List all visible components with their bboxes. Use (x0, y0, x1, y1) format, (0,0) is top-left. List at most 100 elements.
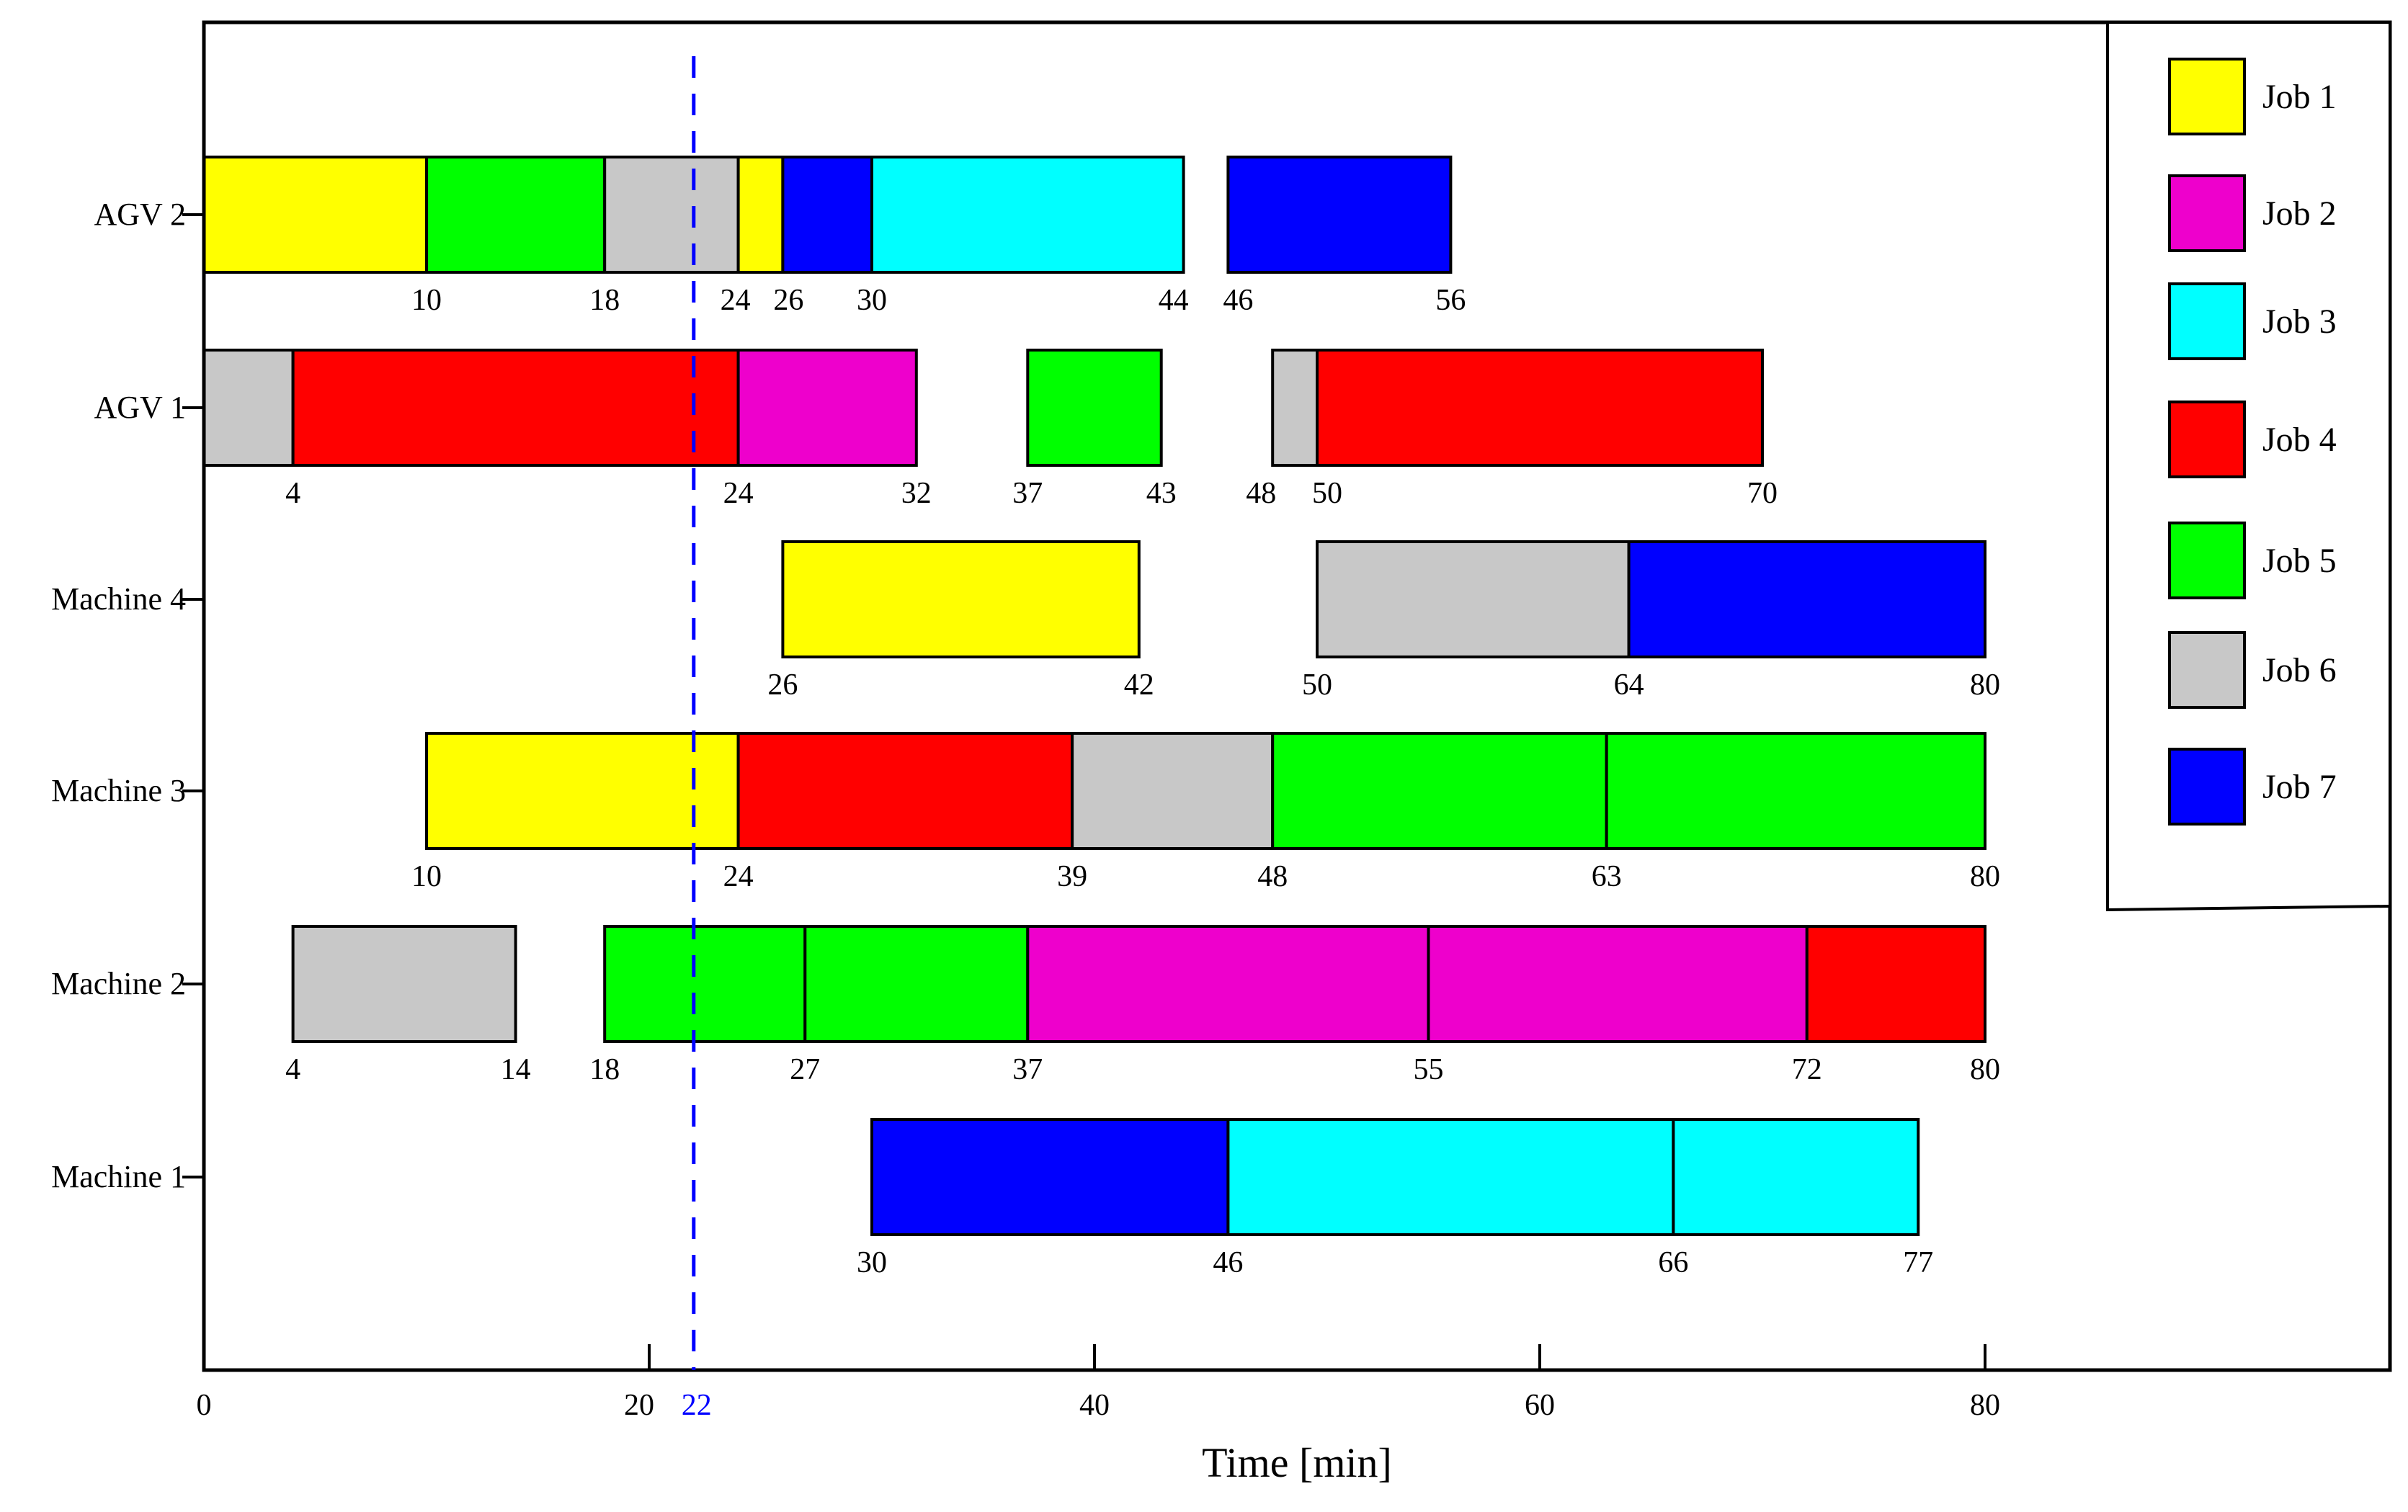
time-label-agv-1-48: 48 (1246, 477, 1276, 510)
x-tick-label-20: 20 (624, 1389, 654, 1422)
task-bar-machine-3-job-5-19 (1271, 732, 1608, 850)
task-bar-agv-1-job-5-10 (1026, 349, 1163, 467)
legend-swatch-job-1 (2168, 58, 2246, 135)
task-bar-agv-2-job-6-2 (603, 156, 740, 274)
legend-swatch-job-4 (2168, 401, 2246, 478)
task-bar-machine-1-job-3-29 (1672, 1118, 1920, 1236)
x-tick-label-80: 80 (1970, 1389, 2000, 1422)
time-label-agv-1-37: 37 (1012, 477, 1043, 510)
task-bar-machine-3-job-6-18 (1071, 732, 1275, 850)
current-time-marker-label: 22 (682, 1389, 712, 1422)
legend-label-job-6: Job 6 (2262, 651, 2337, 689)
time-label-agv-1-32: 32 (901, 477, 932, 510)
x-tick-label-60: 60 (1525, 1389, 1555, 1422)
task-bar-machine-2-job-5-23 (803, 925, 1030, 1043)
legend-label-job-3: Job 3 (2262, 303, 2337, 341)
time-label-agv-2-10: 10 (411, 284, 442, 317)
time-label-machine-4-50: 50 (1302, 668, 1332, 702)
task-bar-agv-2-job-5-1 (425, 156, 607, 274)
task-bar-machine-3-job-1-16 (425, 732, 740, 850)
legend-box (2106, 21, 2391, 912)
time-label-machine-3-63: 63 (1592, 860, 1622, 893)
time-label-machine-3-48: 48 (1257, 860, 1288, 893)
labels-layer: Machine 1 Machine 2 Machine 3 Machine 4 AGV … (51, 197, 2000, 1422)
time-label-machine-3-24: 24 (723, 860, 754, 893)
time-label-machine-2-18: 18 (589, 1053, 620, 1086)
legend-swatch-job-2 (2168, 174, 2246, 252)
legend-label-job-5: Job 5 (2262, 542, 2337, 580)
task-bar-machine-2-job-2-24 (1026, 925, 1430, 1043)
task-bar-agv-1-job-6-7 (202, 349, 295, 467)
time-label-agv-2-24: 24 (721, 284, 751, 317)
task-bar-machine-1-job-7-27 (870, 1118, 1230, 1236)
row-label-machine-2: Machine 2 (51, 966, 186, 1001)
row-label-agv-1: AGV 1 (94, 390, 186, 425)
time-label-agv-2-56: 56 (1435, 284, 1466, 317)
time-label-machine-4-64: 64 (1614, 668, 1644, 702)
x-axis-title: Time [min] (1202, 1439, 1392, 1486)
x-tick-label-40: 40 (1079, 1389, 1110, 1422)
task-bar-agv-2-job-1-0 (202, 156, 428, 274)
legend-swatch-job-5 (2168, 522, 2246, 599)
time-label-machine-1-30: 30 (857, 1246, 887, 1279)
x-tick-label-0: 0 (197, 1389, 212, 1422)
task-bar-agv-1-job-2-9 (736, 349, 918, 467)
task-bar-agv-2-job-3-5 (870, 156, 1185, 274)
task-bar-agv-1-job-4-12 (1316, 349, 1764, 467)
time-label-machine-4-26: 26 (767, 668, 798, 702)
time-label-agv-2-44: 44 (1159, 284, 1189, 317)
task-bar-machine-4-job-1-13 (781, 540, 1141, 658)
task-bar-machine-2-job-6-21 (291, 925, 517, 1043)
time-label-agv-1-4: 4 (285, 477, 300, 510)
legend-swatch-job-3 (2168, 282, 2246, 360)
task-bar-agv-2-job-7-6 (1226, 156, 1453, 274)
task-bar-agv-2-job-7-4 (781, 156, 874, 274)
time-label-machine-3-10: 10 (411, 860, 442, 893)
time-label-agv-1-43: 43 (1146, 477, 1177, 510)
task-bar-machine-4-job-7-15 (1627, 540, 1987, 658)
time-label-machine-2-72: 72 (1792, 1053, 1822, 1086)
task-bar-machine-2-job-4-26 (1805, 925, 1987, 1043)
task-bar-machine-4-job-6-14 (1316, 540, 1631, 658)
time-label-machine-2-55: 55 (1414, 1053, 1444, 1086)
legend-swatch-job-7 (2168, 748, 2246, 826)
time-label-agv-2-30: 30 (857, 284, 887, 317)
time-label-agv-1-70: 70 (1747, 477, 1778, 510)
time-label-agv-1-50: 50 (1312, 477, 1342, 510)
time-label-machine-4-80: 80 (1970, 668, 2000, 702)
task-bar-machine-3-job-5-20 (1605, 732, 1986, 850)
time-label-machine-2-14: 14 (501, 1053, 531, 1086)
task-bar-machine-1-job-3-28 (1226, 1118, 1675, 1236)
time-label-machine-2-80: 80 (1970, 1053, 2000, 1086)
legend-swatch-job-6 (2168, 631, 2246, 709)
row-label-machine-3: Machine 3 (51, 773, 186, 808)
time-label-machine-3-80: 80 (1970, 860, 2000, 893)
task-bar-agv-1-job-6-11 (1271, 349, 1319, 467)
task-bar-agv-2-job-1-3 (736, 156, 785, 274)
time-label-machine-2-27: 27 (790, 1053, 820, 1086)
time-label-machine-4-42: 42 (1124, 668, 1154, 702)
legend-label-job-2: Job 2 (2262, 194, 2337, 233)
time-label-machine-1-77: 77 (1903, 1246, 1933, 1279)
task-bar-machine-2-job-2-25 (1427, 925, 1809, 1043)
time-label-machine-1-66: 66 (1658, 1246, 1688, 1279)
time-label-machine-2-37: 37 (1012, 1053, 1043, 1086)
time-label-agv-2-26: 26 (773, 284, 803, 317)
row-label-machine-4: Machine 4 (51, 581, 186, 617)
legend-label-job-7: Job 7 (2262, 768, 2337, 806)
task-bar-machine-3-job-4-17 (736, 732, 1074, 850)
legend: Job 1 Job 2 Job 3 Job 4 Job 5 Job 6 Job 7 (2106, 21, 2391, 912)
time-label-machine-1-46: 46 (1213, 1246, 1243, 1279)
row-label-machine-1: Machine 1 (51, 1159, 186, 1194)
bars-layer (202, 156, 1987, 1236)
legend-label-job-1: Job 1 (2262, 78, 2337, 116)
time-label-agv-1-24: 24 (723, 477, 754, 510)
time-label-machine-3-39: 39 (1057, 860, 1087, 893)
task-bar-machine-2-job-5-22 (603, 925, 807, 1043)
legend-label-job-4: Job 4 (2262, 421, 2337, 459)
time-label-agv-2-18: 18 (589, 284, 620, 317)
time-label-agv-2-46: 46 (1223, 284, 1253, 317)
time-label-machine-2-4: 4 (285, 1053, 300, 1086)
task-bar-agv-1-job-4-8 (291, 349, 740, 467)
